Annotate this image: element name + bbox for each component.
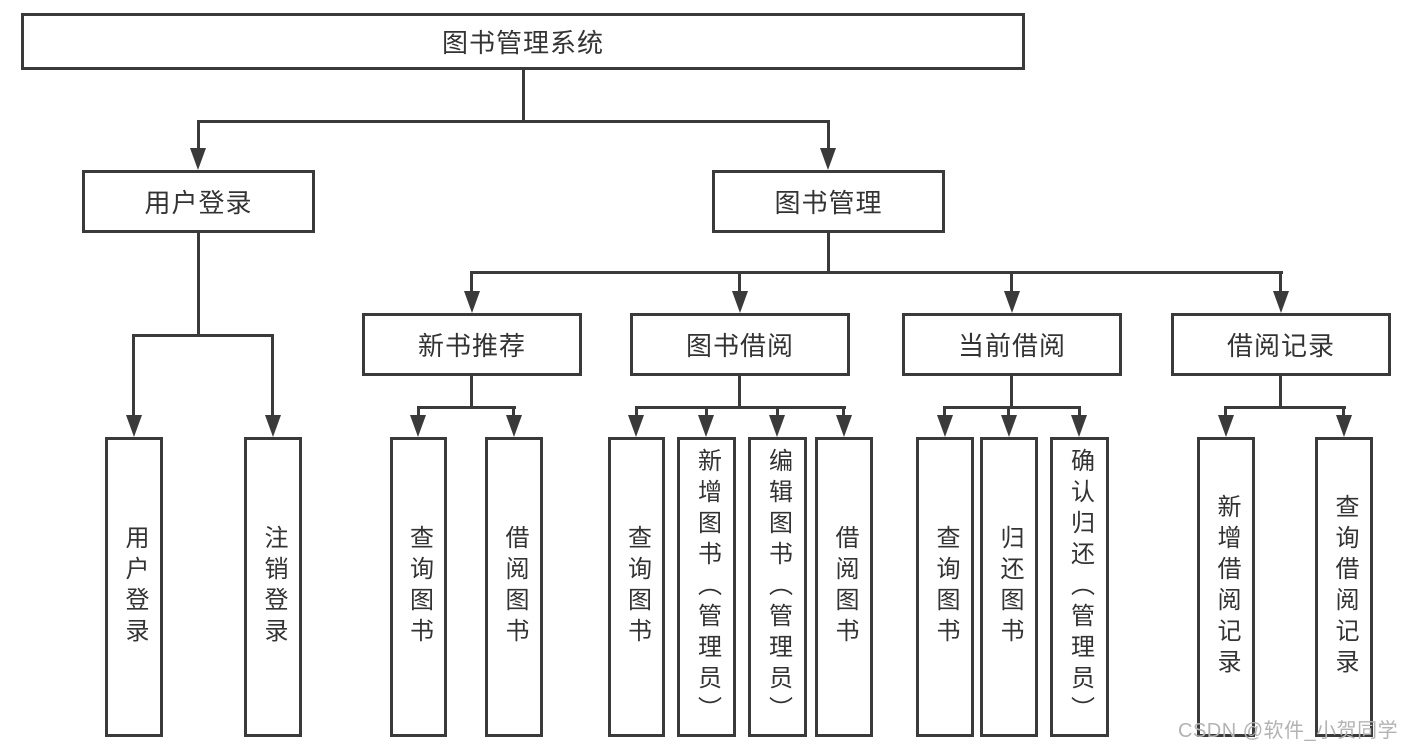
- leaf-logout: 注销登录: [244, 437, 302, 737]
- connector-bookborrow-drop: [776, 406, 779, 417]
- arrowhead-down-icon: [1001, 415, 1017, 437]
- connector-borrowrecords-bar: [1224, 406, 1346, 409]
- connector-newbooks-bar: [417, 406, 516, 409]
- leaf-newbooks-borrow: 借阅图书: [485, 437, 543, 737]
- leaf-label: 借阅图书: [501, 525, 528, 649]
- leaf-currentborrow-confirm: 确认归还（管理员）: [1050, 437, 1109, 737]
- leaf-label: 查询图书: [405, 525, 433, 649]
- leaf-label: 编辑图书（管理员）: [764, 447, 792, 727]
- arrowhead-down-icon: [265, 415, 281, 437]
- arrowhead-down-icon: [937, 415, 953, 437]
- leaf-bookborrow-borrow: 借阅图书: [815, 437, 873, 737]
- leaf-label: 新增图书（管理员）: [693, 447, 721, 727]
- arrowhead-down-icon: [126, 415, 142, 437]
- leaf-user-login: 用户登录: [105, 437, 163, 737]
- connector-userlogin-drop: [132, 334, 135, 417]
- connector-userlogin-bar: [132, 334, 274, 337]
- leaf-label: 用户登录: [121, 525, 148, 649]
- connector-bookborrow-stem: [738, 376, 741, 408]
- connector-currentborrow-drop: [1007, 406, 1010, 417]
- connector-currentborrow-drop: [943, 406, 946, 417]
- arrowhead-down-icon: [628, 415, 644, 437]
- arrowhead-down-icon: [836, 415, 852, 437]
- arrowhead-down-icon: [506, 415, 522, 437]
- connector-root-drop: [197, 120, 200, 150]
- arrowhead-down-icon: [1071, 415, 1087, 437]
- leaf-label: 归还图书: [996, 525, 1023, 649]
- leaf-currentborrow-return: 归还图书: [980, 437, 1038, 737]
- connector-userlogin-stem: [197, 233, 200, 336]
- connector-bookborrow-drop: [705, 406, 708, 417]
- node-root: 图书管理系统: [21, 13, 1025, 70]
- node-user-login: 用户登录: [82, 170, 315, 233]
- arrowhead-down-icon: [410, 415, 426, 437]
- arrowhead-down-icon: [769, 415, 785, 437]
- arrowhead-down-icon: [1336, 415, 1352, 437]
- leaf-bookborrow-edit: 编辑图书（管理员）: [748, 437, 807, 737]
- connector-currentborrow-stem: [1010, 376, 1013, 408]
- connector-userlogin-drop: [271, 334, 274, 417]
- connector-newbooks-drop: [512, 406, 515, 417]
- leaf-records-add: 新增借阅记录: [1197, 437, 1255, 737]
- leaf-label: 查询图书: [932, 525, 959, 649]
- leaf-label: 新增借阅记录: [1213, 494, 1240, 680]
- connector-borrowrecords-drop: [1224, 406, 1227, 417]
- leaf-currentborrow-query: 查询图书: [916, 437, 974, 737]
- arrowhead-down-icon: [1273, 291, 1289, 313]
- connector-borrowrecords-drop: [1342, 406, 1345, 417]
- arrowhead-down-icon: [820, 148, 836, 170]
- connector-currentborrow-bar: [943, 406, 1081, 409]
- node-book-mgmt: 图书管理: [712, 170, 945, 233]
- leaf-records-query: 查询借阅记录: [1315, 437, 1373, 737]
- connector-bookmgmt-drop: [738, 271, 741, 293]
- arrowhead-down-icon: [698, 415, 714, 437]
- leaf-newbooks-query: 查询图书: [390, 437, 447, 737]
- leaf-label: 注销登录: [260, 525, 287, 649]
- arrowhead-down-icon: [732, 291, 748, 313]
- leaf-bookborrow-query: 查询图书: [608, 437, 665, 737]
- connector-bookmgmt-stem: [827, 233, 830, 273]
- leaf-label: 借阅图书: [831, 525, 858, 649]
- connector-newbooks-stem: [470, 376, 473, 408]
- leaf-label: 查询借阅记录: [1331, 494, 1358, 680]
- connector-bookmgmt-drop: [1010, 271, 1013, 293]
- connector-bookmgmt-bar: [471, 271, 1283, 274]
- connector-currentborrow-drop: [1078, 406, 1081, 417]
- connector-root-bar: [197, 120, 830, 123]
- leaf-label: 查询图书: [623, 525, 651, 649]
- connector-borrowrecords-stem: [1279, 376, 1282, 408]
- connector-root-drop: [827, 120, 830, 150]
- watermark: CSDN @软件_小贺同学: [1178, 720, 1399, 742]
- arrowhead-down-icon: [1218, 415, 1234, 437]
- connector-bookborrow-drop: [842, 406, 845, 417]
- arrowhead-down-icon: [1004, 291, 1020, 313]
- node-new-books: 新书推荐: [362, 313, 582, 376]
- connector-root-stem: [522, 70, 525, 120]
- arrowhead-down-icon: [464, 291, 480, 313]
- node-current-borrow: 当前借阅: [902, 313, 1122, 376]
- leaf-bookborrow-add: 新增图书（管理员）: [677, 437, 736, 737]
- connector-bookborrow-drop: [635, 406, 638, 417]
- leaf-label: 确认归还（管理员）: [1066, 447, 1094, 727]
- node-book-borrow: 图书借阅: [630, 313, 850, 376]
- arrowhead-down-icon: [190, 148, 206, 170]
- connector-bookborrow-bar: [635, 406, 846, 409]
- connector-bookmgmt-drop: [470, 271, 473, 293]
- node-borrow-records: 借阅记录: [1171, 313, 1391, 376]
- connector-newbooks-drop: [417, 406, 420, 417]
- connector-bookmgmt-drop: [1279, 271, 1282, 293]
